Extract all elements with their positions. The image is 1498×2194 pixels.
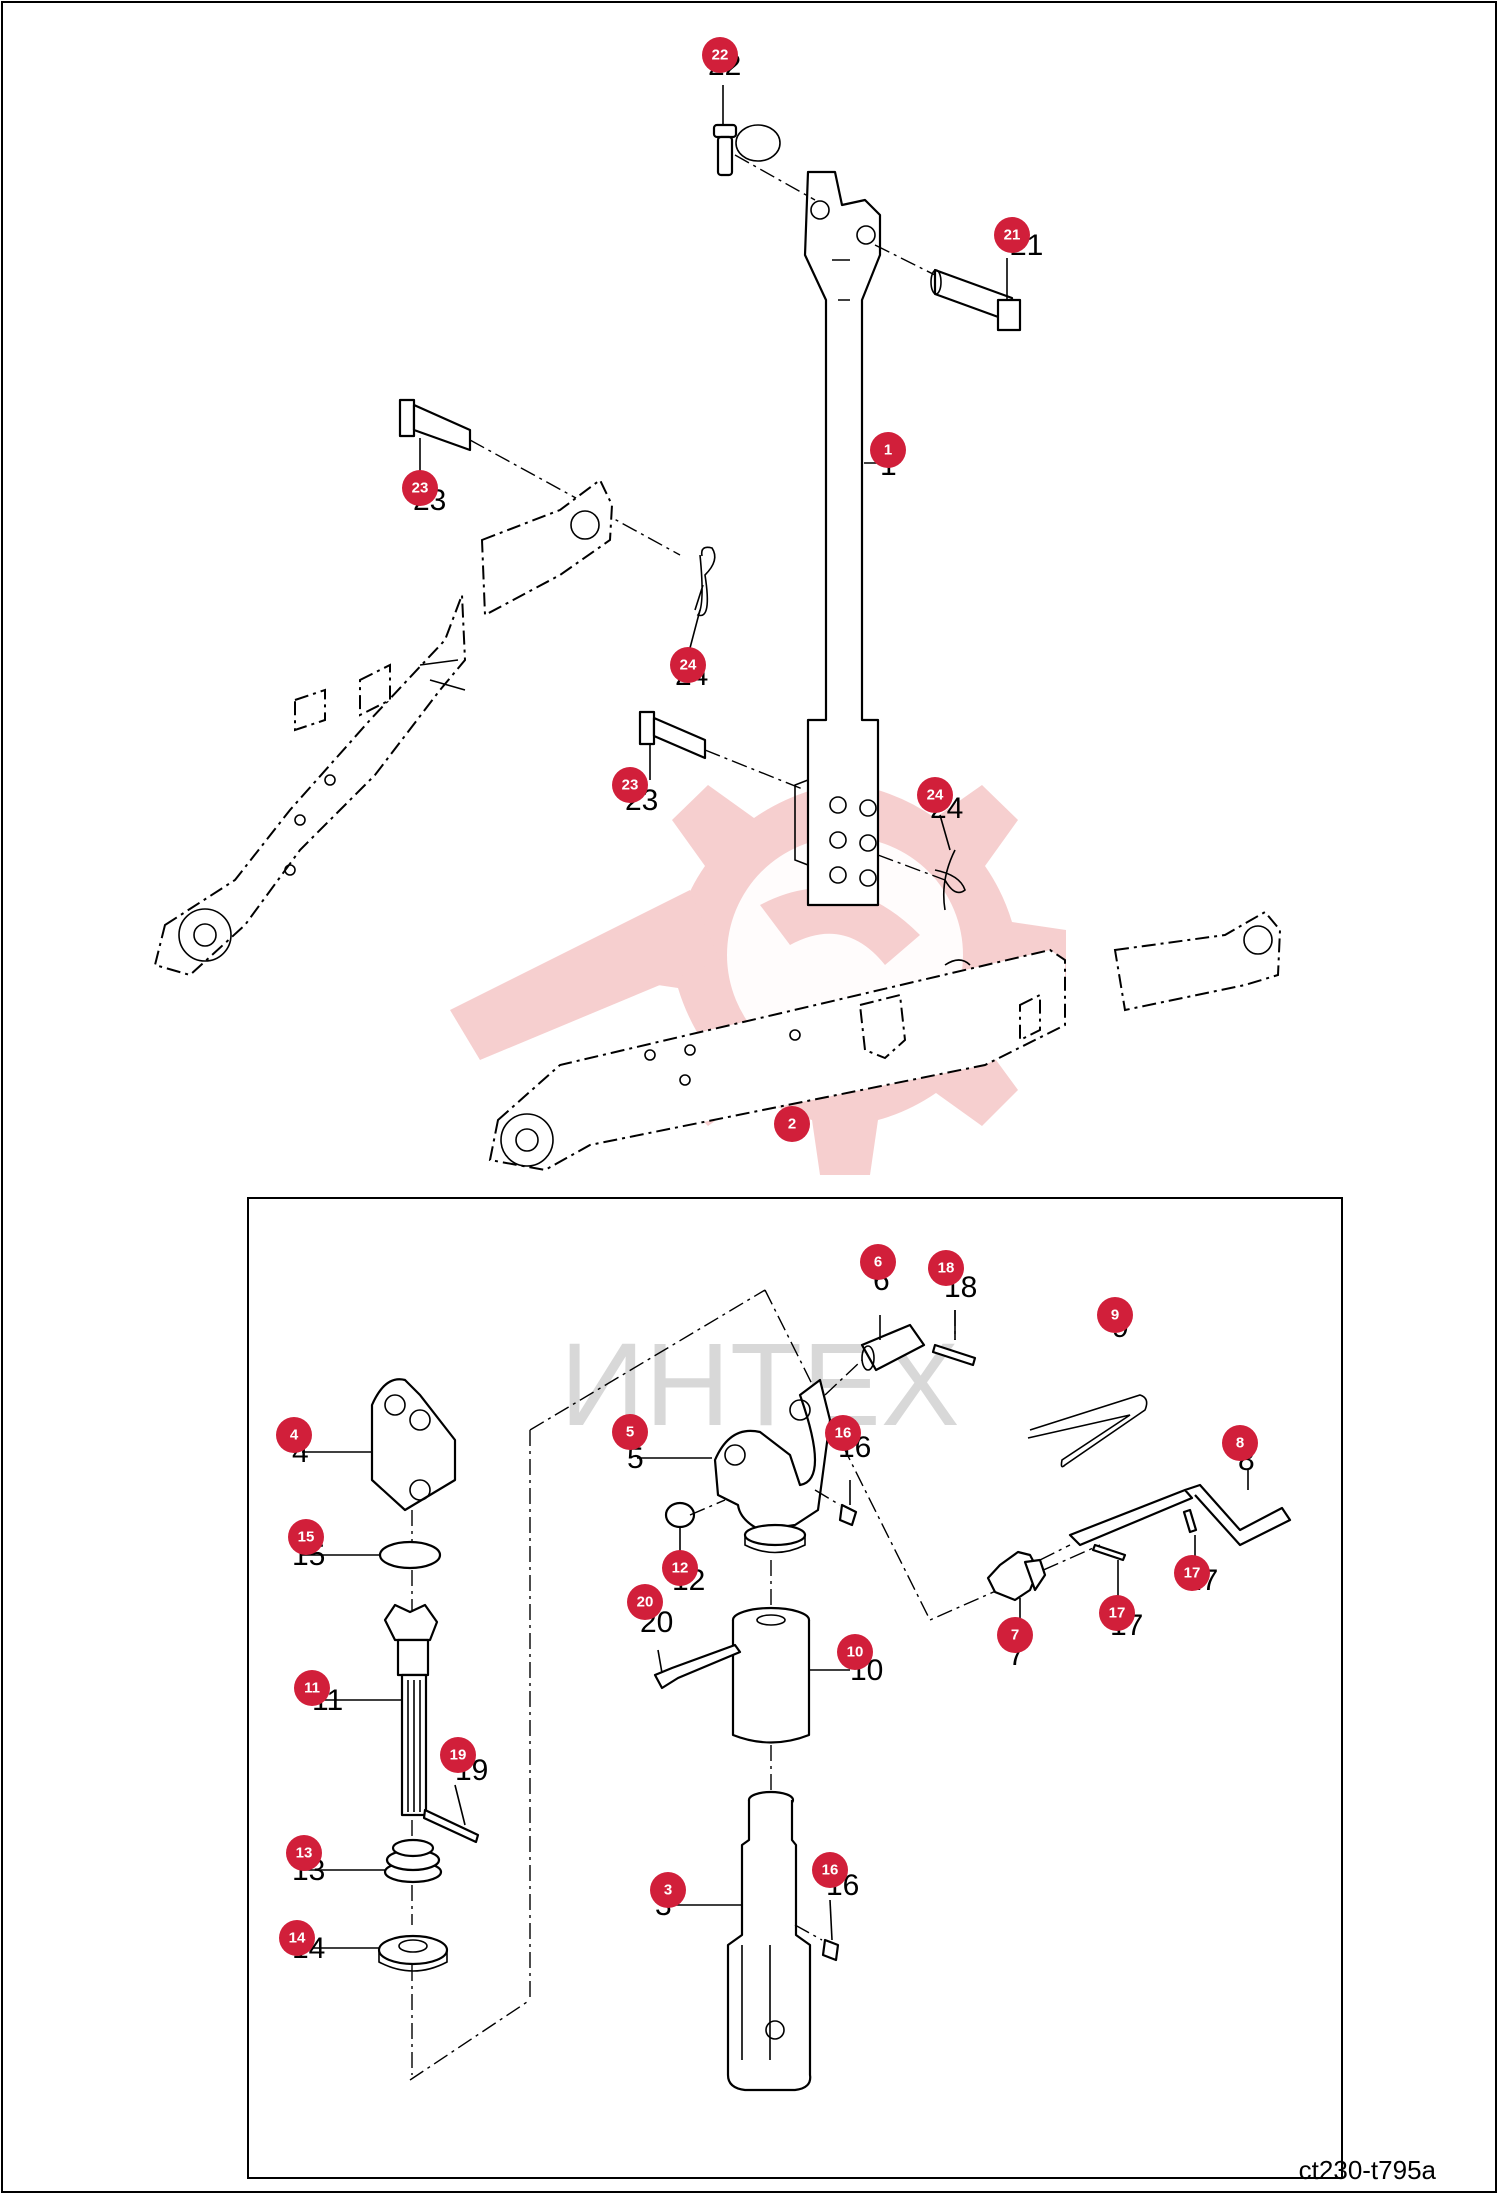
callout-badge-7[interactable]: 7 <box>997 1617 1033 1653</box>
pin-17-b <box>1182 1508 1198 1534</box>
svg-text:24: 24 <box>927 787 944 804</box>
right-lower-link <box>488 948 1066 1172</box>
svg-text:21: 21 <box>1004 227 1021 244</box>
spring-wire-9 <box>1027 1394 1148 1468</box>
callout-badge-5[interactable]: 5 <box>612 1414 648 1450</box>
washer-15 <box>378 1540 442 1570</box>
svg-text:11: 11 <box>304 1680 320 1697</box>
callout-badge-19[interactable]: 19 <box>440 1737 476 1773</box>
pin-23-middle <box>638 710 707 760</box>
callout-badge-14[interactable]: 14 <box>279 1920 315 1956</box>
callout-badge-23-middle[interactable]: 23 <box>612 767 648 803</box>
callout-badge-6[interactable]: 6 <box>860 1244 896 1280</box>
gear-shaft-11 <box>383 1603 439 1817</box>
svg-text:17: 17 <box>1109 1605 1126 1622</box>
callout-badge-17-left[interactable]: 17 <box>1099 1595 1135 1631</box>
callout-badge-21[interactable]: 21 <box>994 217 1030 253</box>
left-lower-link <box>153 594 467 977</box>
callout-badge-13[interactable]: 13 <box>286 1835 322 1871</box>
callout-badge-11[interactable]: 11 <box>294 1670 330 1706</box>
crank-handle-8 <box>1068 1483 1292 1547</box>
bevel-gear-7 <box>986 1550 1047 1602</box>
svg-text:4: 4 <box>290 1427 299 1444</box>
callout-badge-20[interactable]: 20 <box>627 1584 663 1620</box>
svg-text:2: 2 <box>788 1116 796 1133</box>
svg-text:12: 12 <box>672 1560 689 1577</box>
callout-badge-1[interactable]: 1 <box>870 432 906 468</box>
yoke-4 <box>370 1378 457 1512</box>
screw-20 <box>653 1643 742 1690</box>
pin-18 <box>931 1343 977 1367</box>
svg-text:16: 16 <box>835 1425 852 1442</box>
drawing-reference-code: ct230-t795a <box>1298 2155 1436 2185</box>
pin-19 <box>422 1808 480 1844</box>
svg-text:23: 23 <box>412 480 429 497</box>
spindle-3 <box>726 1790 812 2092</box>
detail-box <box>247 1197 1343 2179</box>
callout-badge-3[interactable]: 3 <box>650 1872 686 1908</box>
callout-badge-12[interactable]: 12 <box>662 1550 698 1586</box>
bushing-12 <box>664 1501 696 1529</box>
callout-badge-2[interactable]: 2 <box>774 1106 810 1142</box>
svg-text:18: 18 <box>938 1260 955 1277</box>
svg-text:7: 7 <box>1011 1627 1019 1644</box>
svg-text:9: 9 <box>1111 1307 1119 1324</box>
lift-rod <box>794 170 882 907</box>
callout-badge-23-upper[interactable]: 23 <box>402 470 438 506</box>
svg-text:10: 10 <box>847 1644 864 1661</box>
pin-6 <box>860 1323 926 1372</box>
swivel-housing-5 <box>713 1378 832 1554</box>
svg-text:20: 20 <box>637 1594 654 1611</box>
pin-21 <box>930 268 1022 332</box>
callout-badge-8[interactable]: 8 <box>1222 1425 1258 1461</box>
svg-text:16: 16 <box>822 1862 839 1879</box>
callout-badge-17-right[interactable]: 17 <box>1174 1555 1210 1591</box>
right-lower-link-end <box>1113 910 1282 1012</box>
callout-badge-22[interactable]: 22 <box>702 37 738 73</box>
callout-badge-10[interactable]: 10 <box>837 1634 873 1670</box>
callout-badge-16-lower[interactable]: 16 <box>812 1852 848 1888</box>
svg-text:1: 1 <box>884 442 892 459</box>
callout-badge-18[interactable]: 18 <box>928 1250 964 1286</box>
svg-text:8: 8 <box>1236 1435 1244 1452</box>
callout-badge-24-upper[interactable]: 24 <box>670 647 706 683</box>
svg-text:22: 22 <box>712 47 729 64</box>
bushing-13 <box>383 1838 443 1884</box>
svg-text:23: 23 <box>622 777 639 794</box>
grease-fitting-16-lower <box>821 1938 840 1962</box>
svg-text:24: 24 <box>680 657 697 674</box>
clip-24-upper <box>694 546 716 617</box>
seal-14 <box>377 1934 449 1972</box>
callout-badge-15[interactable]: 15 <box>288 1519 324 1555</box>
svg-text:6: 6 <box>874 1254 882 1271</box>
svg-text:17: 17 <box>1184 1565 1201 1582</box>
svg-text:3: 3 <box>664 1882 672 1899</box>
callout-badge-24-middle[interactable]: 24 <box>917 777 953 813</box>
callout-badge-16-upper[interactable]: 16 <box>825 1415 861 1451</box>
left-lower-link-end <box>480 478 614 617</box>
pin-23-upper <box>398 398 472 452</box>
svg-text:15: 15 <box>298 1529 315 1546</box>
svg-text:5: 5 <box>626 1424 634 1441</box>
callout-badge-4[interactable]: 4 <box>276 1417 312 1453</box>
pin-17-a <box>1091 1543 1127 1562</box>
svg-text:13: 13 <box>296 1845 313 1862</box>
svg-text:5: 5 <box>627 1442 644 1475</box>
pin-22 <box>712 123 781 177</box>
svg-text:14: 14 <box>289 1930 306 1947</box>
tube-10 <box>731 1606 811 1744</box>
svg-text:19: 19 <box>450 1747 467 1764</box>
grease-fitting-16-upper <box>838 1503 858 1527</box>
callout-badge-9[interactable]: 9 <box>1097 1297 1133 1333</box>
